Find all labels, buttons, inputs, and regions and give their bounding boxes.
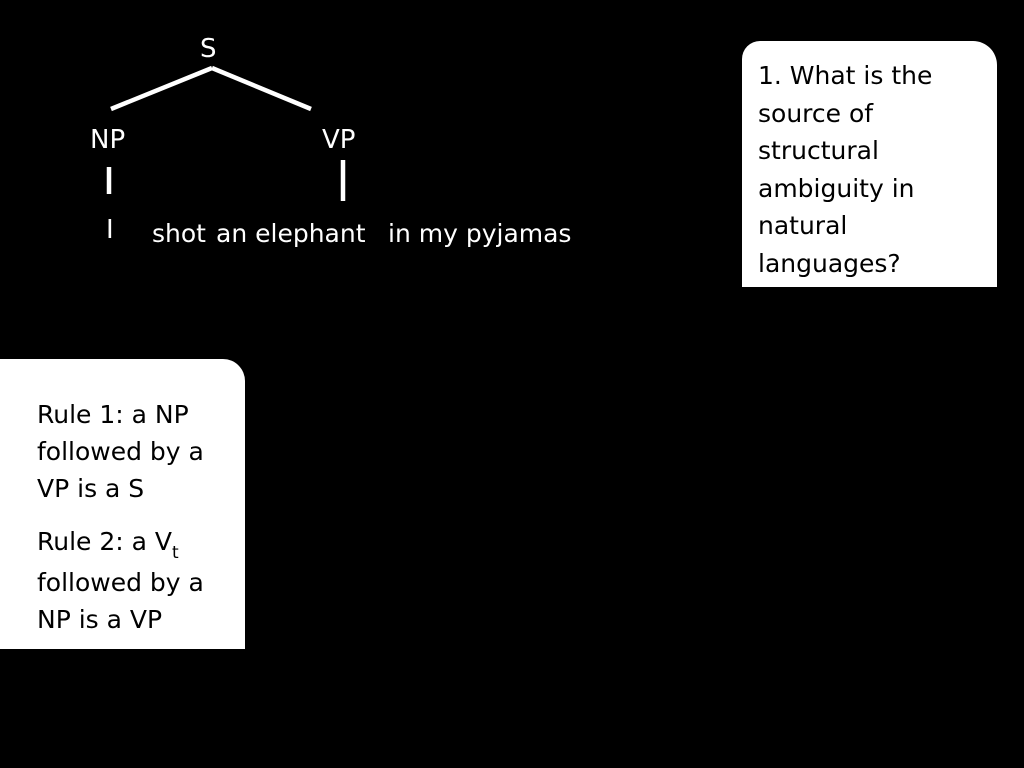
tree-word-pyjamas: in my pyjamas — [388, 219, 572, 248]
tree-node-np: NP — [90, 125, 126, 155]
rule-2: Rule 2: a Vt followed by a NP is a VP — [37, 523, 235, 638]
branch-s-vp — [211, 65, 312, 112]
question-card: 1. What is the source of structural ambi… — [742, 41, 997, 287]
branch-s-np — [110, 65, 213, 112]
tree-node-vp: VP — [322, 125, 356, 155]
rule-2-prefix: Rule 2: a V — [37, 527, 173, 556]
tree-word-elephant: an elephant — [216, 219, 366, 248]
tree-node-s: S — [200, 34, 217, 64]
rule-2-suffix: followed by a NP is a VP — [37, 568, 204, 634]
rule-2-subscript: t — [172, 543, 179, 563]
question-text: 1. What is the source of structural ambi… — [758, 61, 933, 278]
rules-card: Rule 1: a NP followed by a VP is a S Rul… — [0, 359, 245, 649]
tree-word-shot: shot — [152, 219, 206, 248]
rule-1: Rule 1: a NP followed by a VP is a S — [37, 400, 204, 503]
tree-word-i: I — [106, 215, 114, 245]
